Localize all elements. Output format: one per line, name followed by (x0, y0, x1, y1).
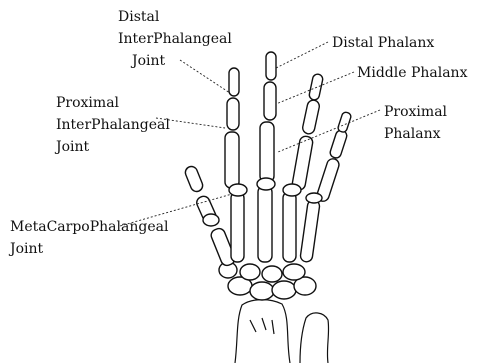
middle-phalanx-label-text: Middle Phalanx (357, 65, 467, 81)
pip-label-line3: Joint (56, 136, 170, 158)
pip-label-line2: InterPhalangeal (56, 114, 170, 136)
proximal-phalanx-label: Proximal Phalanx (384, 101, 447, 145)
dip-label-line2: InterPhalangeal (118, 28, 232, 50)
middle-phalanx-label: Middle Phalanx (357, 62, 467, 84)
dip-label-line1: Distal (118, 6, 232, 28)
proximal-phalanx-label-line1: Proximal (384, 101, 447, 123)
dip-label-line3: Joint (118, 50, 232, 72)
mcp-label-line1: MetaCarpoPhalangeal (10, 216, 168, 238)
middle-finger-bones (258, 52, 276, 262)
radius-bone (235, 300, 290, 363)
mcp-label-line2: Joint (10, 238, 168, 260)
dip-label: Distal InterPhalangeal Joint (118, 6, 232, 72)
radius-texture (250, 318, 274, 334)
proximal-phalanx-label-line2: Phalanx (384, 123, 447, 145)
ulna-bone (300, 313, 329, 363)
hand-bones (184, 52, 352, 363)
distal-phalanx-leader (276, 42, 328, 68)
distal-phalanx-label-text: Distal Phalanx (332, 35, 434, 51)
carpal-bones (219, 262, 316, 300)
index-finger-bones (225, 68, 244, 262)
proximal-phalanx-leader (278, 110, 380, 152)
pip-label: Proximal InterPhalangeal Joint (56, 92, 170, 158)
mcp-label: MetaCarpoPhalangeal Joint (10, 216, 168, 260)
pip-label-line1: Proximal (56, 92, 170, 114)
distal-phalanx-label: Distal Phalanx (332, 32, 434, 54)
